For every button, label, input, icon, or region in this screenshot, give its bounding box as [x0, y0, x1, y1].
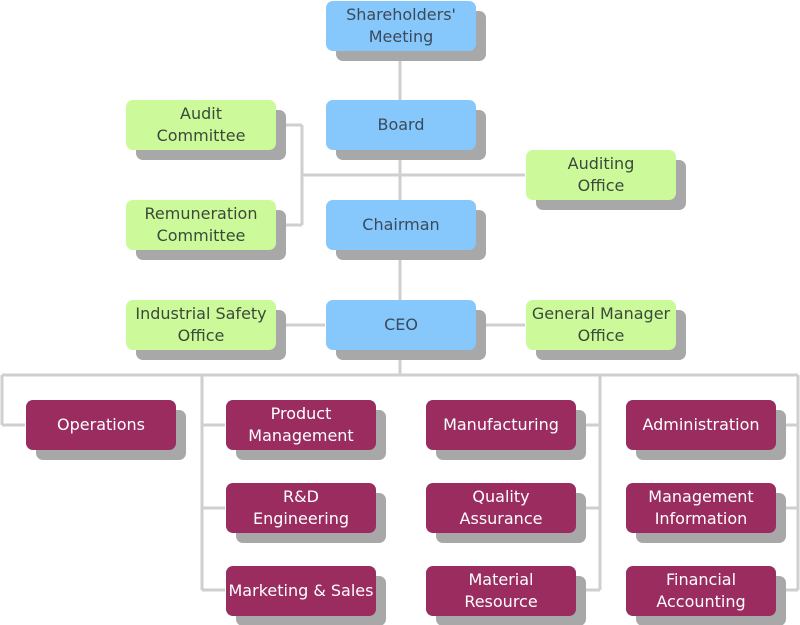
node-administration: Administration — [626, 400, 776, 450]
node-manufacturing: Manufacturing — [426, 400, 576, 450]
node-board: Board — [326, 100, 476, 150]
node-ceo: CEO — [326, 300, 476, 350]
node-general-manager-office: General Manager Office — [526, 300, 676, 350]
node-material-resource: Material Resource — [426, 566, 576, 616]
node-management-information: Management Information — [626, 483, 776, 533]
node-rd-engineering: R&D Engineering — [226, 483, 376, 533]
node-auditing-office: Auditing Office — [526, 150, 676, 200]
node-marketing-sales: Marketing & Sales — [226, 566, 376, 616]
node-financial-accounting: Financial Accounting — [626, 566, 776, 616]
node-operations: Operations — [26, 400, 176, 450]
node-audit-committee: Audit Committee — [126, 100, 276, 150]
node-shareholders-meeting: Shareholders' Meeting — [326, 1, 476, 51]
node-industrial-safety-office: Industrial Safety Office — [126, 300, 276, 350]
node-chairman: Chairman — [326, 200, 476, 250]
node-remuneration-committee: Remuneration Committee — [126, 200, 276, 250]
node-quality-assurance: Quality Assurance — [426, 483, 576, 533]
node-product-management: Product Management — [226, 400, 376, 450]
